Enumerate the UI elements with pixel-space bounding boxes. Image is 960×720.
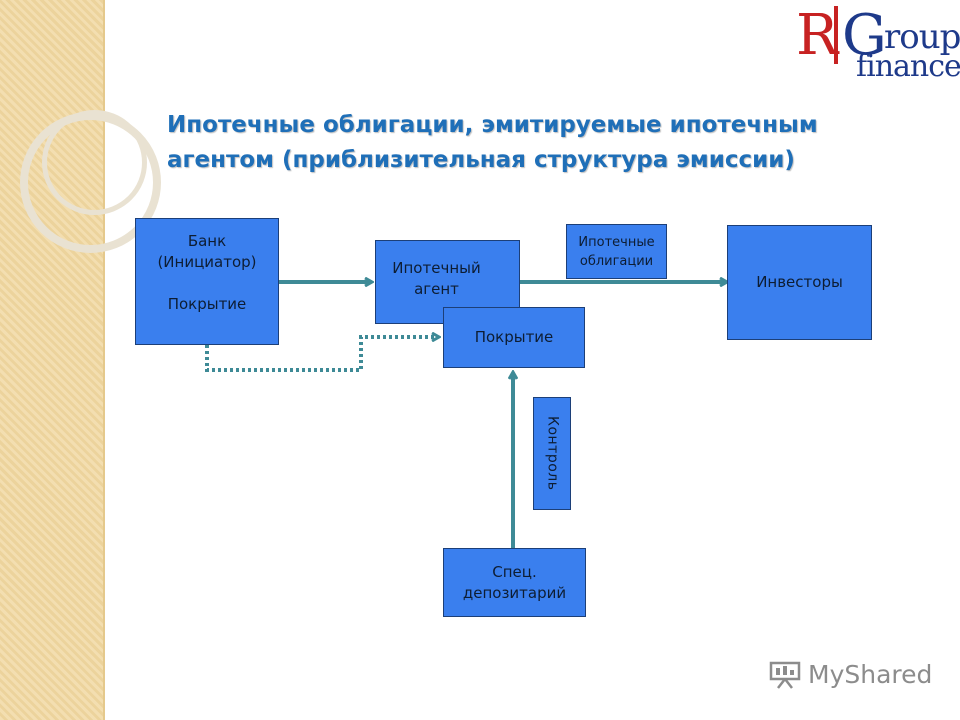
bank-role-label: (Инициатор) xyxy=(157,253,257,271)
watermark-text: MyShared xyxy=(808,659,933,689)
cover-box: Покрытие xyxy=(443,307,585,368)
depository-label-line2: депозитарий xyxy=(462,583,567,602)
presentation-icon xyxy=(769,661,801,689)
investors-label: Инвесторы xyxy=(756,273,843,291)
logo-letter-g: G xyxy=(842,3,887,68)
bank-cover-label: Покрытие xyxy=(167,295,247,313)
bank-label: Банк xyxy=(187,232,227,250)
rigroup-logo: R G roup finance xyxy=(790,0,960,84)
myshared-watermark: MyShared xyxy=(768,656,932,692)
bonds-label-line1: Ипотечные xyxy=(578,234,655,250)
bonds-label-line2: облигации xyxy=(579,253,654,269)
logo-letter-r: R xyxy=(796,3,839,68)
bank-initiator-box: Банк (Инициатор) Покрытие xyxy=(135,218,279,345)
bonds-label-box: Ипотечные облигации xyxy=(566,224,667,279)
cover-label: Покрытие xyxy=(474,328,554,346)
logo-text-roup: roup xyxy=(884,17,960,57)
special-depository-box: Спец. депозитарий xyxy=(443,548,586,617)
depository-label-line1: Спец. xyxy=(492,562,537,581)
control-label: Контроль xyxy=(544,416,561,491)
control-label-box: Контроль xyxy=(533,397,571,510)
slide-title: Ипотечные облигации, эмитируемые ипотечн… xyxy=(167,112,818,173)
agent-label-line1: Ипотечный xyxy=(392,259,481,277)
logo-text-finance: finance xyxy=(856,49,960,84)
logo-divider xyxy=(834,6,838,64)
investors-box: Инвесторы xyxy=(727,225,872,340)
agent-label-line2: агент xyxy=(414,280,459,298)
decorative-ring-inner xyxy=(42,110,147,215)
